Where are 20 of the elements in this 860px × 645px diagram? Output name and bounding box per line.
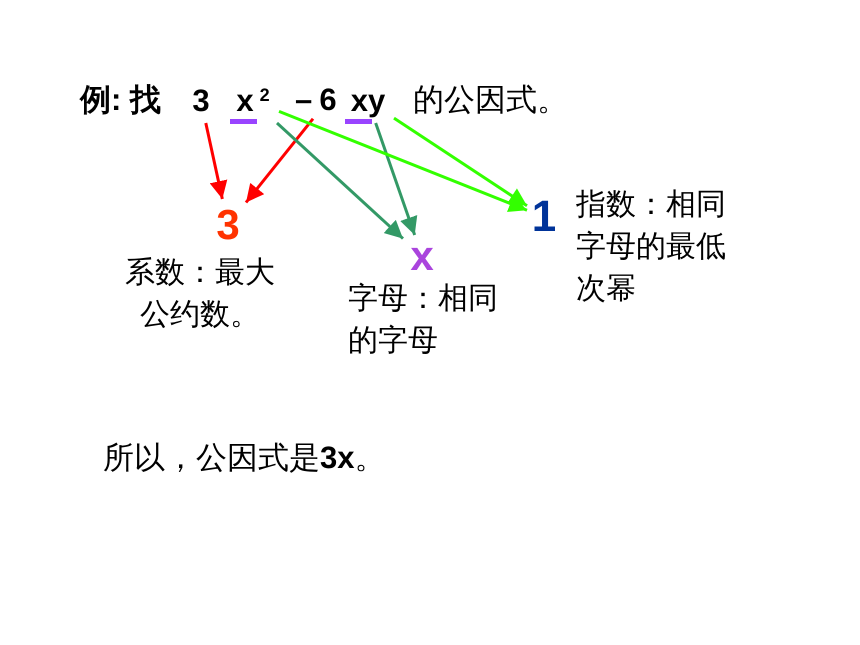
variable-text: x$^{2}$ [230, 82, 276, 120]
conclusion-text: 所以，公因式是3x。 [103, 440, 386, 476]
expression-text: 的公因式。 [413, 82, 568, 118]
description-text: 指数：相同字母的最低次幂 [576, 186, 727, 308]
result-exponent: 1 [530, 194, 558, 240]
expression-text: – [295, 82, 312, 118]
description-text: 系数：最大公约数。 [124, 254, 276, 334]
result-coefficient: 3 [213, 202, 243, 248]
arrow [374, 122, 418, 236]
coefficient-text: 6 [316, 82, 340, 118]
expression-text: 例: 找 [80, 82, 161, 118]
variable-text: xy [345, 82, 391, 120]
description-text: 字母：相同的字母 [348, 280, 499, 360]
arrow [204, 122, 228, 200]
coefficient-text: 3 [189, 82, 213, 120]
arrow [244, 118, 314, 204]
result-variable: x [406, 238, 438, 274]
arrow [276, 122, 404, 240]
arrow [393, 116, 528, 208]
arrow [278, 110, 528, 212]
